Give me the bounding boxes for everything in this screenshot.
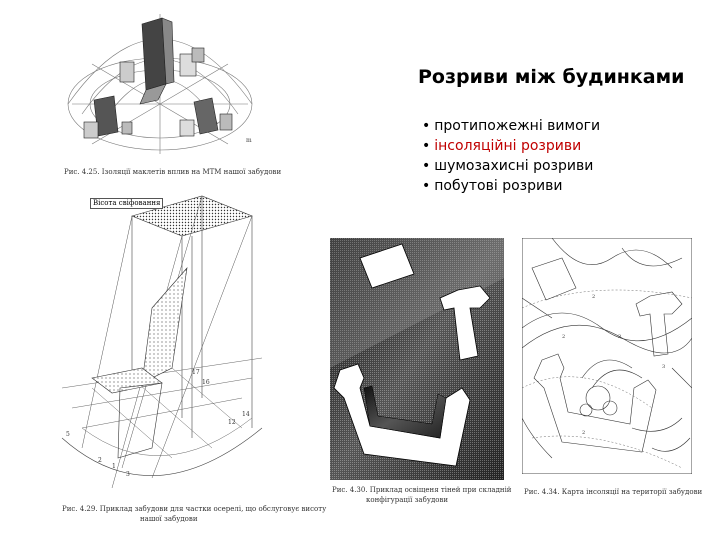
bullet-dot-icon: •	[422, 178, 431, 194]
svg-text:16: 16	[202, 379, 210, 386]
bullet-item: •шумозахисні розриви	[422, 156, 600, 176]
bullet-dot-icon: •	[422, 158, 431, 174]
svg-text:1: 1	[112, 463, 116, 470]
svg-text:17: 17	[192, 369, 200, 376]
figure-caption: Рис. 4.34. Карта інсоляції на території …	[524, 488, 703, 496]
figure-caption: нашої забудови	[140, 515, 198, 523]
figure-caption: Рис. 4.25. Ізоляції маклетів вплив на МТ…	[64, 168, 282, 176]
shadow-construction-figure: 17 16 2 1 3 5 12 14	[61, 195, 263, 489]
svg-text:2: 2	[562, 334, 565, 340]
slide-title: Розриви між будинками	[418, 66, 685, 88]
svg-text:5: 5	[66, 431, 70, 438]
bullet-text-highlighted: інсоляційні розриви	[434, 138, 582, 154]
svg-text:3: 3	[618, 334, 621, 340]
bullet-dot-icon: •	[422, 118, 431, 134]
svg-text:3: 3	[662, 364, 665, 370]
svg-text:2: 2	[98, 457, 102, 464]
bullet-item: •побутові розриви	[422, 176, 600, 196]
bullet-text: протипожежні вимоги	[434, 118, 601, 134]
figure-caption: конфігурації забудови	[366, 496, 449, 504]
svg-text:14: 14	[242, 411, 250, 418]
sun-dome-figure: m	[67, 14, 253, 154]
bullet-list: •протипожежні вимоги •інсоляційні розрив…	[422, 116, 600, 196]
bullet-item: •протипожежні вимоги	[422, 116, 600, 136]
bullet-item: •інсоляційні розриви	[422, 136, 600, 156]
svg-text:3: 3	[126, 471, 130, 478]
bullet-dot-icon: •	[422, 138, 431, 154]
figure-caption: Рис. 4.29. Приклад забудови для частки о…	[62, 505, 327, 513]
insolation-map-figure: 2 3 2 3 2	[522, 238, 692, 474]
svg-text:m: m	[246, 137, 252, 144]
shadow-plan-figure	[330, 238, 504, 480]
svg-text:2: 2	[582, 430, 585, 436]
figure-caption: Рис. 4.30. Приклад освіщеня тіней при ск…	[332, 486, 512, 494]
bullet-text: побутові розриви	[434, 178, 563, 194]
bullet-text: шумозахисні розриви	[434, 158, 594, 174]
svg-text:2: 2	[592, 294, 595, 300]
height-label: Вісота свіфовання	[90, 198, 164, 209]
svg-text:12: 12	[228, 419, 236, 426]
